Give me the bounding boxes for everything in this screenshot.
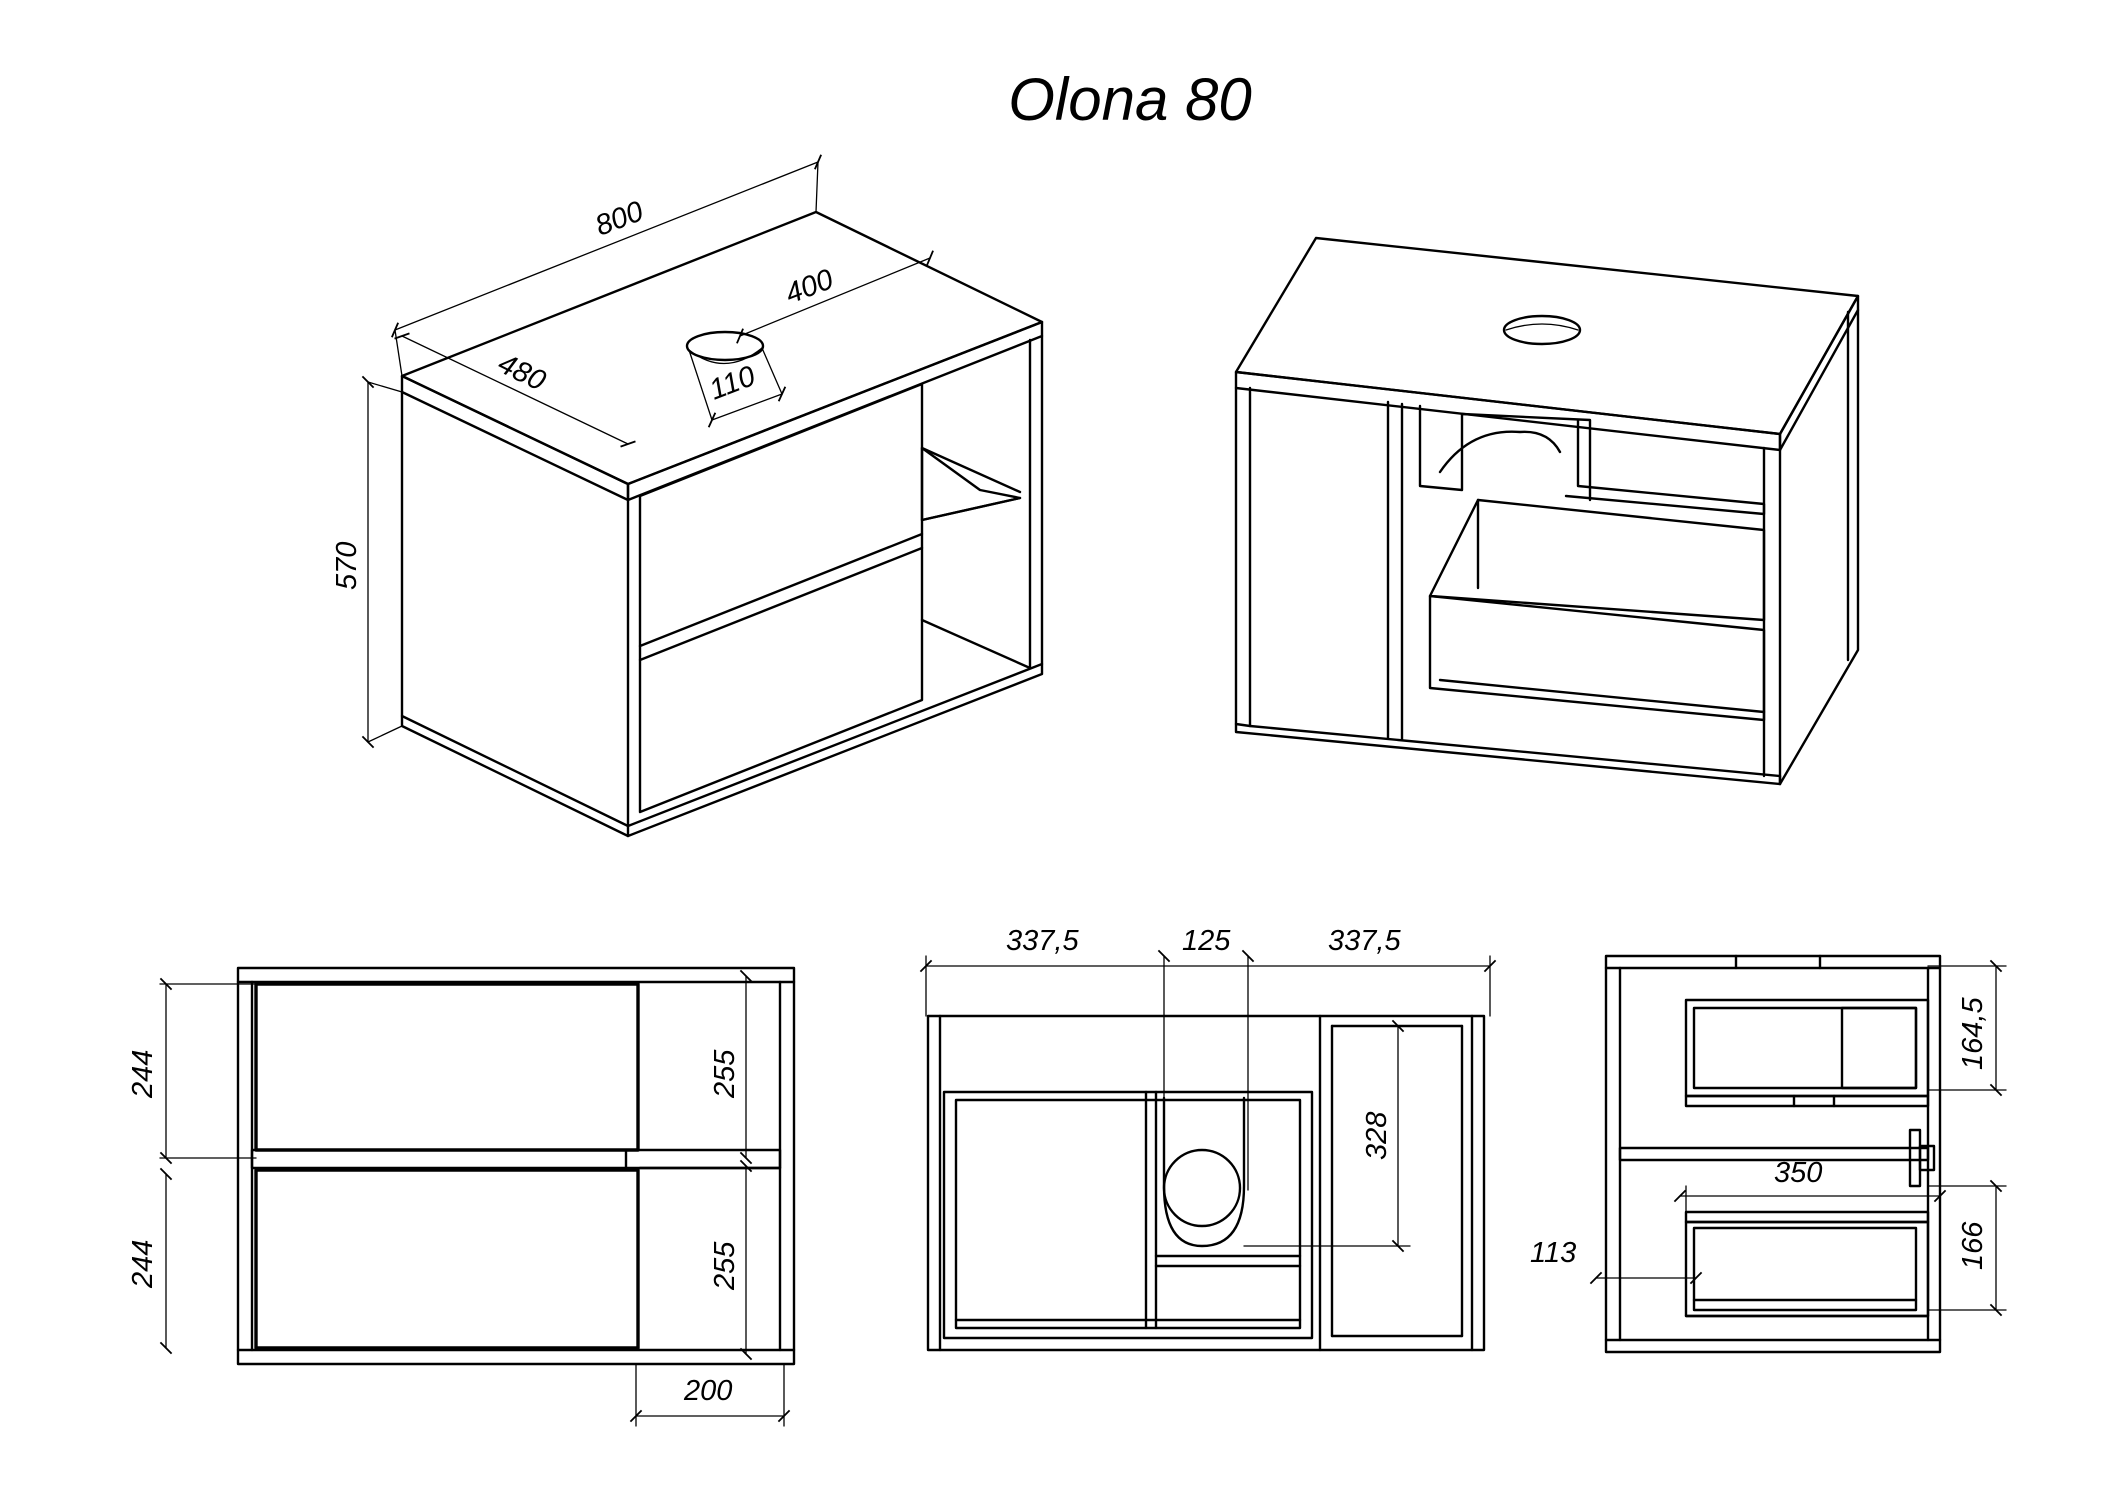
dim-front-shelf-top: 255	[709, 1049, 741, 1099]
drawing-title: Olona 80	[1008, 66, 1252, 133]
dim-side-bottom: 166	[1957, 1221, 1989, 1270]
iso-front-view: 800 480 400 110 570	[331, 154, 1044, 838]
dim-iso-height: 570	[331, 542, 363, 590]
dim-back-right: 337,5	[1328, 925, 1401, 957]
dim-front-shelf-bottom: 255	[709, 1241, 741, 1291]
dim-front-drawer-bottom: 244	[127, 1240, 159, 1289]
iso-back-view	[1234, 236, 1860, 786]
dim-back-height: 328	[1361, 1112, 1393, 1160]
front-ortho-view: 244 244 255 255 200	[127, 966, 796, 1427]
dim-iso-hole-offset: 400	[781, 263, 838, 310]
dim-iso-depth: 480	[493, 348, 551, 398]
side-ortho-view: 164,5 350 166 113	[1530, 954, 2007, 1354]
dim-front-shelf-width: 200	[683, 1375, 732, 1407]
dim-back-left: 337,5	[1006, 925, 1079, 957]
dim-back-mid: 125	[1182, 925, 1231, 957]
dim-side-depth: 350	[1774, 1157, 1822, 1189]
back-ortho-view: 337,5 125 337,5 328	[919, 925, 1497, 1352]
dim-side-offset: 113	[1530, 1237, 1576, 1269]
dim-side-top: 164,5	[1957, 997, 1989, 1070]
dim-iso-hole-diameter: 110	[705, 360, 760, 406]
dim-iso-width: 800	[591, 195, 648, 242]
dim-front-drawer-top: 244	[127, 1050, 159, 1099]
